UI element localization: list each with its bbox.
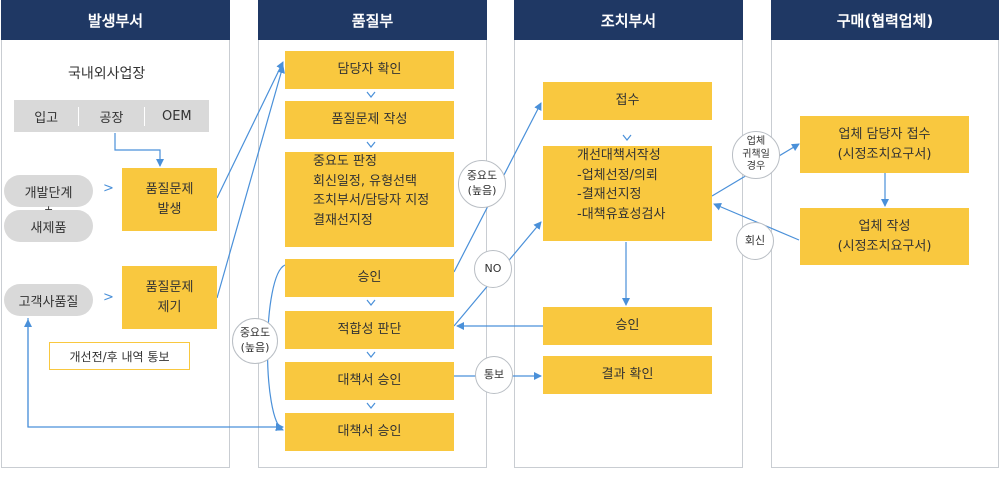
vendor-write-line-1: 업체 작성 bbox=[858, 219, 911, 234]
plan-line-2: -업체선정/의뢰 bbox=[577, 167, 658, 183]
raise-line-2: 제기 bbox=[157, 299, 182, 315]
arrow-glyph-dev: > bbox=[103, 181, 114, 196]
tab-oem: OEM bbox=[161, 108, 192, 124]
plus-sign: + bbox=[44, 203, 53, 216]
importance-high-left-circle: 중요도 (높음) bbox=[232, 318, 278, 364]
arrow-glyph-customer: > bbox=[103, 290, 114, 305]
judge-line-1: 중요도 판정 bbox=[313, 154, 377, 169]
raise-line-1: 품질문제 bbox=[145, 280, 194, 295]
column-header-quality: 품질부 bbox=[258, 0, 487, 40]
tab-inbound: 입고 bbox=[14, 106, 80, 126]
vendor-receive-box: 업체 담당자 접수 (시정조치요구서) bbox=[800, 116, 969, 173]
plan-approve-box: 대책서 승인 bbox=[285, 362, 454, 400]
quality-issue-raise-box: 품질문제 제기 bbox=[122, 266, 217, 329]
new-product-pill: 새제품 bbox=[4, 210, 93, 242]
importance-high-left-line-1: 중요도 bbox=[239, 326, 271, 340]
judge-line-4: 결재선지정 bbox=[313, 212, 373, 228]
importance-high-left-line-2: (높음) bbox=[240, 341, 270, 354]
importance-judge-box: 중요도 판정 회신일정, 유형선택 조치부서/담당자 지정 결재선지정 bbox=[285, 152, 454, 247]
origin-tabs: 입고 공장 OEM bbox=[14, 100, 209, 132]
dev-stage-pill: 개발단계 bbox=[4, 175, 93, 207]
vendor-receive-line-1: 업체 담당자 접수 bbox=[838, 127, 931, 142]
fitness-judge-box: 적합성 판단 bbox=[285, 311, 454, 349]
quality-issue-occur-box: 품질문제 발생 bbox=[122, 168, 217, 231]
vendor-case-line-2: 귀책일 bbox=[742, 148, 770, 160]
vendor-case-line-3: 경우 bbox=[746, 161, 766, 173]
chevron-down-icon bbox=[366, 141, 376, 148]
action-receive-box: 접수 bbox=[543, 82, 712, 120]
plan-approve-final-box: 대책서 승인 bbox=[285, 413, 454, 451]
chevron-down-icon bbox=[366, 299, 376, 306]
improvement-plan-box: 개선대책서작성 -업체선정/의뢰 -결재선지정 -대책유효성검사 bbox=[543, 146, 712, 241]
action-approve-box: 승인 bbox=[543, 307, 712, 345]
domestic-overseas-title: 국내외사업장 bbox=[68, 66, 146, 82]
chevron-down-icon bbox=[366, 91, 376, 98]
judge-line-3: 조치부서/담당자 지정 bbox=[313, 193, 430, 208]
vendor-receive-line-2: (시정조치요구서) bbox=[837, 146, 932, 162]
result-confirm-box: 결과 확인 bbox=[543, 356, 712, 394]
no-circle: NO bbox=[474, 250, 512, 288]
notify-circle: 통보 bbox=[475, 356, 513, 394]
plan-line-4: -대책유효성검사 bbox=[577, 206, 666, 222]
column-header-origin: 발생부서 bbox=[1, 0, 230, 40]
chevron-down-icon bbox=[622, 134, 632, 141]
plan-line-1: 개선대책서작성 bbox=[577, 148, 661, 163]
tab-factory: 공장 bbox=[79, 106, 145, 126]
vendor-case-line-1: 업체 bbox=[746, 136, 766, 148]
importance-high-line-2: (높음) bbox=[467, 184, 497, 197]
occur-line-2: 발생 bbox=[157, 201, 182, 217]
vendor-write-box: 업체 작성 (시정조치요구서) bbox=[800, 208, 969, 265]
vendor-write-line-2: (시정조치요구서) bbox=[837, 238, 932, 254]
confirm-person-box: 담당자 확인 bbox=[285, 51, 454, 89]
reply-circle: 회신 bbox=[736, 222, 774, 260]
importance-high-circle: 중요도 (높음) bbox=[458, 160, 506, 208]
chevron-down-icon bbox=[366, 402, 376, 409]
write-issue-box: 품질문제 작성 bbox=[285, 101, 454, 139]
judge-line-2: 회신일정, 유형선택 bbox=[313, 173, 417, 189]
improvement-notice-box: 개선전/후 내역 통보 bbox=[49, 342, 190, 370]
vendor-case-circle: 업체 귀책일 경우 bbox=[732, 131, 780, 179]
customer-quality-pill: 고객사품질 bbox=[4, 284, 93, 316]
importance-high-line-1: 중요도 bbox=[466, 169, 498, 183]
chevron-down-icon bbox=[366, 351, 376, 358]
quality-approve-box: 승인 bbox=[285, 259, 454, 297]
column-header-action: 조치부서 bbox=[514, 0, 743, 40]
occur-line-1: 품질문제 bbox=[145, 182, 194, 197]
column-header-purchase: 구매(협력업체) bbox=[771, 0, 999, 40]
plan-line-3: -결재선지정 bbox=[577, 187, 642, 202]
